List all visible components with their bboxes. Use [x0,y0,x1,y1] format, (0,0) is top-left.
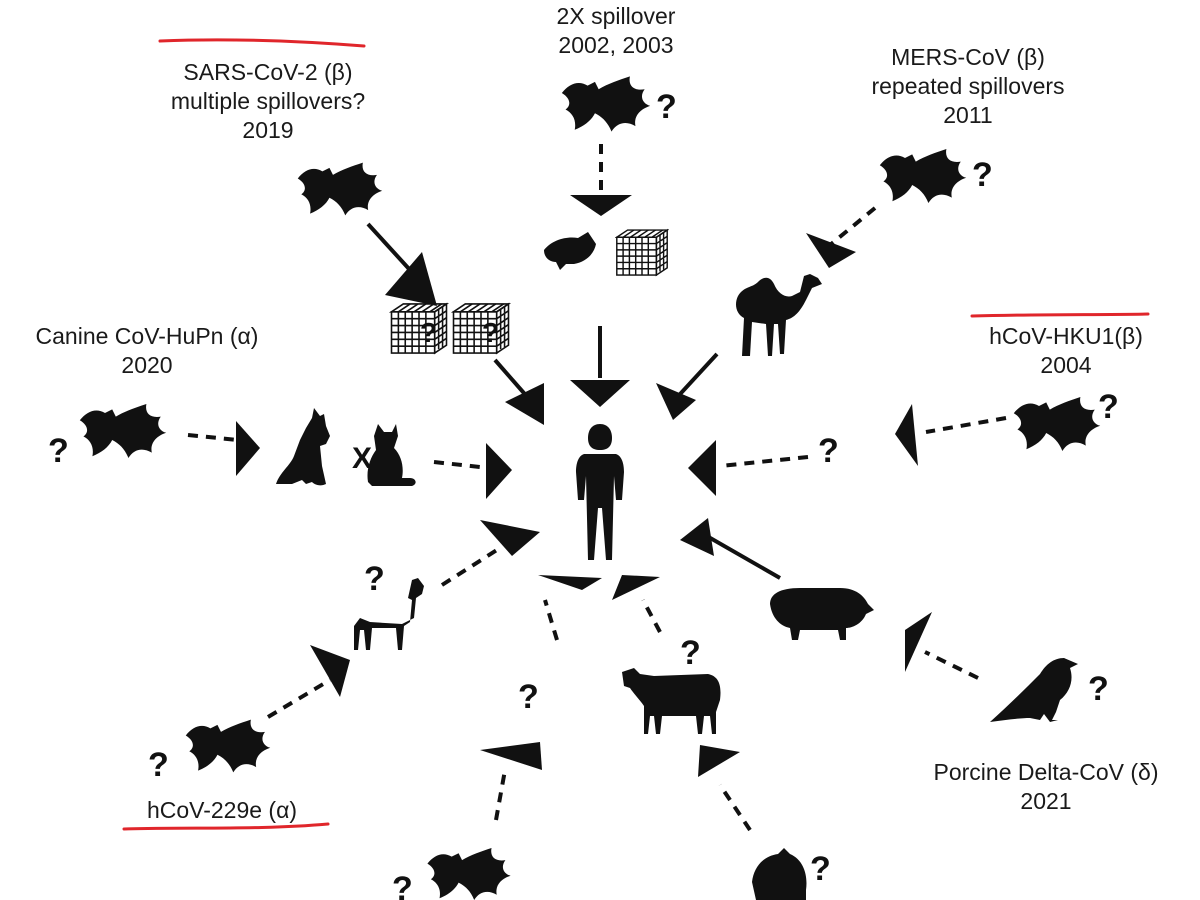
rodent-icon [752,848,807,900]
bird-icon [990,658,1078,722]
underlines [122,38,1150,831]
label-porcine-delta-cov-year: 2021 [1020,788,1072,814]
camel-icon [736,274,822,356]
human-icon [576,424,624,560]
underline-229e [122,822,330,831]
label-sars-cov-1: 2X spillover 2002, 2003 [557,2,676,60]
label-sars-cov-2: SARS-CoV-2 (β) multiple spillovers? 2019 [171,58,365,145]
label-hcov-229e-name: hCoV-229e (α) [146,797,298,823]
label-porcine-delta-cov-name: Porcine Delta-CoV (δ) [933,759,1159,785]
llama-icon [354,578,424,650]
question-mark: ? [818,432,839,470]
question-mark: ? [48,432,69,470]
label-canine-cov-year: 2020 [121,352,173,378]
question-mark: ? [148,746,169,784]
label-sars-cov-2-year: 2019 [242,117,294,143]
label-mers-cov: MERS-CoV (β) repeated spillovers 2011 [871,43,1064,130]
cage-icon [452,303,510,354]
cage-question-mark: ? [420,317,437,348]
bat-icon [297,162,383,216]
pig-icon [770,588,874,640]
bat-icon [879,149,967,203]
label-hcov-229e: hCoV-229e (α) [147,796,297,825]
cow-icon [622,668,721,734]
label-mers-cov-year: 2011 [943,102,993,128]
arrow-lines [187,144,1007,832]
question-mark: ? [680,634,701,672]
label-canine-cov-name: Canine CoV-HuPn (α) [35,323,259,349]
label-sars-cov-1-note: 2X spillover [556,3,676,29]
cat-icon [367,424,416,486]
bat-icon [427,848,511,900]
label-sars-cov-1-years: 2002, 2003 [558,32,674,58]
bat-icon [1013,397,1101,451]
question-mark: ? [972,156,993,194]
question-mark: ? [1098,388,1119,426]
cage-icon [390,303,448,354]
bat-icon [79,404,167,458]
question-mark: ? [518,678,539,716]
cross-mark: X [352,442,372,475]
label-sars-cov-2-note: multiple spillovers? [170,88,366,114]
cage-icon [616,229,668,276]
label-mers-cov-note: repeated spillovers [871,73,1065,99]
arrowheads [236,195,932,777]
question-mark: ? [810,850,831,888]
label-canine-cov: Canine CoV-HuPn (α) 2020 [36,322,259,380]
question-mark: ? [392,870,413,900]
label-hcov-hku1-year: 2004 [1040,352,1092,378]
cage-question-mark: ? [482,317,499,348]
underline-sars2 [158,38,366,48]
bat-icon [185,719,271,773]
label-mers-cov-name: MERS-CoV (β) [891,44,1045,70]
dog-icon [276,408,330,486]
civet-icon [544,232,596,270]
label-hcov-hku1: hCoV-HKU1(β) 2004 [989,322,1143,380]
question-mark: ? [364,560,385,598]
question-mark: ? [656,88,677,126]
underline-hku1 [970,312,1150,318]
label-porcine-delta-cov: Porcine Delta-CoV (δ) 2021 [934,758,1159,816]
question-mark: ? [1088,670,1109,708]
question-marks: ? ? ? ? ? ? ? ? ? ? ? ? [48,88,1119,900]
label-hcov-hku1-name: hCoV-HKU1(β) [989,323,1143,349]
bat-icon [561,76,651,132]
label-sars-cov-2-name: SARS-CoV-2 (β) [183,59,353,85]
